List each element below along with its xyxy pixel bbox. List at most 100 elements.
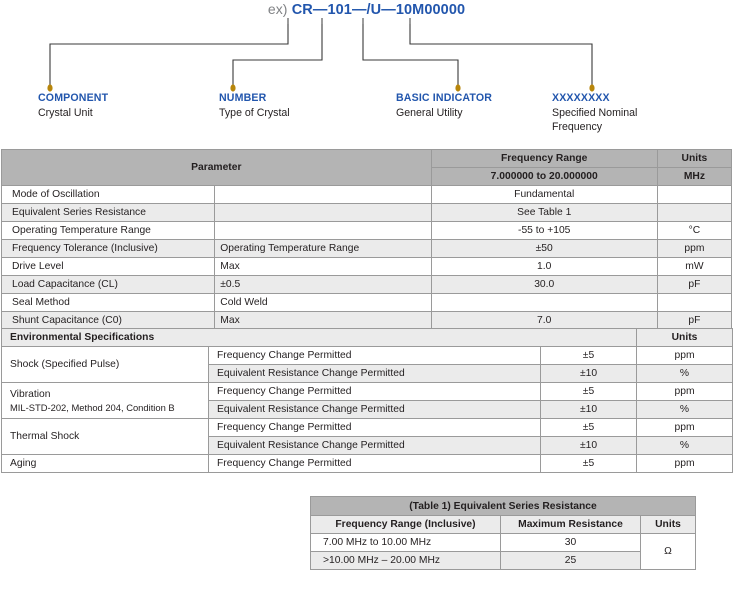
- param-name: Mode of Oscillation: [0, 185, 216, 204]
- env-group-name-text: Aging: [10, 458, 37, 469]
- legend-desc-component: Crystal Unit: [38, 107, 93, 119]
- table-row: Equivalent Series Resistance See Table 1: [0, 203, 733, 222]
- env-value: ±10: [540, 400, 637, 419]
- part-number-code: CR—101—/U—10M00000: [291, 2, 466, 18]
- param-condition: [214, 221, 432, 240]
- legend-desc-frequency: Specified Nominal Frequency: [552, 107, 638, 133]
- esr-header-units: Units: [639, 515, 697, 534]
- param-header-units: Units: [656, 149, 733, 168]
- esr-table: (Table 1) Equivalent Series Resistance F…: [309, 496, 697, 570]
- legend-desc-basic-indicator: General Utility: [396, 107, 463, 119]
- env-units: %: [636, 364, 733, 383]
- environmental-specifications-table: Environmental Specifications Units Shock…: [1, 328, 733, 473]
- param-condition: [214, 203, 432, 222]
- env-test-name: Equivalent Resistance Change Permitted: [208, 364, 541, 383]
- param-header-parameter: Parameter: [1, 149, 432, 186]
- table-row: >10.00 MHz – 20.00 MHz 25: [310, 551, 696, 570]
- param-units: pF: [656, 275, 733, 294]
- table-row: Drive Level Max 1.0 mW: [0, 257, 733, 276]
- env-test-name: Frequency Change Permitted: [208, 346, 541, 365]
- param-units: [656, 185, 733, 204]
- param-condition: Cold Weld: [214, 293, 432, 312]
- env-value: ±5: [540, 346, 637, 365]
- env-test-name: Frequency Change Permitted: [208, 382, 541, 401]
- param-value: [430, 293, 658, 312]
- env-units: ppm: [636, 418, 733, 437]
- env-units: ppm: [636, 346, 733, 365]
- esr-resistance: 25: [500, 551, 641, 570]
- param-table-header-row-1: Parameter Frequency Range Units: [1, 149, 733, 186]
- param-units: mW: [656, 257, 733, 276]
- param-condition: Max: [214, 311, 432, 330]
- param-table-header-row-2: 7.000000 to 20.000000 MHz: [2, 167, 733, 186]
- legend-item-frequency: XXXXXXXX Specified Nominal Frequency: [552, 92, 672, 134]
- legend-title-basic-indicator: BASIC INDICATOR: [396, 92, 493, 104]
- param-value: ±50: [430, 239, 658, 258]
- table-row: Aging Frequency Change Permitted ±5 ppm: [1, 454, 733, 473]
- param-name: Operating Temperature Range: [0, 221, 216, 240]
- env-group-name: Aging: [1, 454, 209, 473]
- env-units: ppm: [636, 454, 733, 473]
- esr-header-max-resistance: Maximum Resistance: [500, 515, 641, 534]
- env-units: %: [636, 400, 733, 419]
- env-group-name: Thermal Shock: [1, 418, 209, 455]
- legend-title-number: NUMBER: [219, 92, 267, 104]
- param-value: 30.0: [430, 275, 658, 294]
- env-value: ±10: [540, 364, 637, 383]
- env-value: ±5: [540, 454, 637, 473]
- legend-item-component: COMPONENT Crystal Unit: [38, 92, 108, 121]
- env-group-name: Vibration MIL-STD-202, Method 204, Condi…: [1, 382, 209, 419]
- table-row: Operating Temperature Range -55 to +105 …: [0, 221, 733, 240]
- table-row: Frequency Tolerance (Inclusive) Operatin…: [0, 239, 733, 258]
- param-name: Seal Method: [0, 293, 216, 312]
- param-header-frequency-range-value: 7.000000 to 20.000000: [430, 167, 658, 186]
- esr-units-value: Ω: [639, 533, 697, 570]
- param-value: -55 to +105: [430, 221, 658, 240]
- env-table-header-row: Environmental Specifications Units: [1, 328, 733, 347]
- env-group-name-text: Thermal Shock: [10, 431, 80, 442]
- param-units: °C: [656, 221, 733, 240]
- param-name: Shunt Capacitance (C0): [0, 311, 216, 330]
- param-units: pF: [656, 311, 733, 330]
- esr-header-row: Frequency Range (Inclusive) Maximum Resi…: [310, 515, 697, 534]
- esr-range: >10.00 MHz – 20.00 MHz: [310, 551, 501, 570]
- bracket-connector-lines: [47, 18, 595, 92]
- table-row: Seal Method Cold Weld: [0, 293, 733, 312]
- legend-item-basic-indicator: BASIC INDICATOR General Utility: [396, 92, 492, 121]
- legend-title-component: COMPONENT: [38, 92, 109, 104]
- env-test-name: Equivalent Resistance Change Permitted: [208, 400, 541, 419]
- env-value: ±5: [540, 418, 637, 437]
- legend-desc-number: Type of Crystal: [219, 107, 290, 119]
- example-prefix: ex): [267, 1, 288, 17]
- param-units: ppm: [656, 239, 733, 258]
- param-value: 7.0: [430, 311, 658, 330]
- esr-resistance: 30: [500, 533, 641, 552]
- legend-title-frequency: XXXXXXXX: [552, 92, 610, 104]
- param-value: See Table 1: [430, 203, 658, 222]
- table-row: 7.00 MHz to 10.00 MHz 30 Ω: [310, 533, 697, 570]
- env-group-name-text: Shock (Specified Pulse): [10, 359, 120, 370]
- param-units: [656, 293, 733, 312]
- param-value: 1.0: [430, 257, 658, 276]
- table-row: Thermal Shock Frequency Change Permitted…: [1, 418, 733, 455]
- esr-range: 7.00 MHz to 10.00 MHz: [310, 533, 501, 552]
- esr-table-title: (Table 1) Equivalent Series Resistance: [309, 496, 697, 516]
- legend-item-number: NUMBER Type of Crystal: [219, 92, 290, 121]
- param-name: Frequency Tolerance (Inclusive): [0, 239, 216, 258]
- env-units: %: [636, 436, 733, 455]
- env-value: ±5: [540, 382, 637, 401]
- param-header-units-value: MHz: [656, 167, 733, 186]
- table-row: Mode of Oscillation Fundamental: [0, 185, 733, 204]
- env-group-name-text: Vibration: [10, 388, 51, 400]
- table-row: Shock (Specified Pulse) Frequency Change…: [1, 346, 733, 383]
- env-value: ±10: [540, 436, 637, 455]
- part-number-diagram: ex) CR—101—/U—10M00000 COMPONENT Crystal…: [0, 0, 733, 145]
- env-group-name-subtext: MIL-STD-202, Method 204, Condition B: [10, 401, 175, 413]
- parameter-table: Parameter Frequency Range Units 7.000000…: [0, 149, 733, 330]
- env-test-name: Frequency Change Permitted: [208, 418, 541, 437]
- param-condition: Operating Temperature Range: [214, 239, 432, 258]
- table-row: Load Capacitance (CL) ±0.5 30.0 pF: [0, 275, 733, 294]
- env-header-title: Environmental Specifications: [1, 328, 637, 347]
- param-units: [656, 203, 733, 222]
- param-condition: Max: [214, 257, 432, 276]
